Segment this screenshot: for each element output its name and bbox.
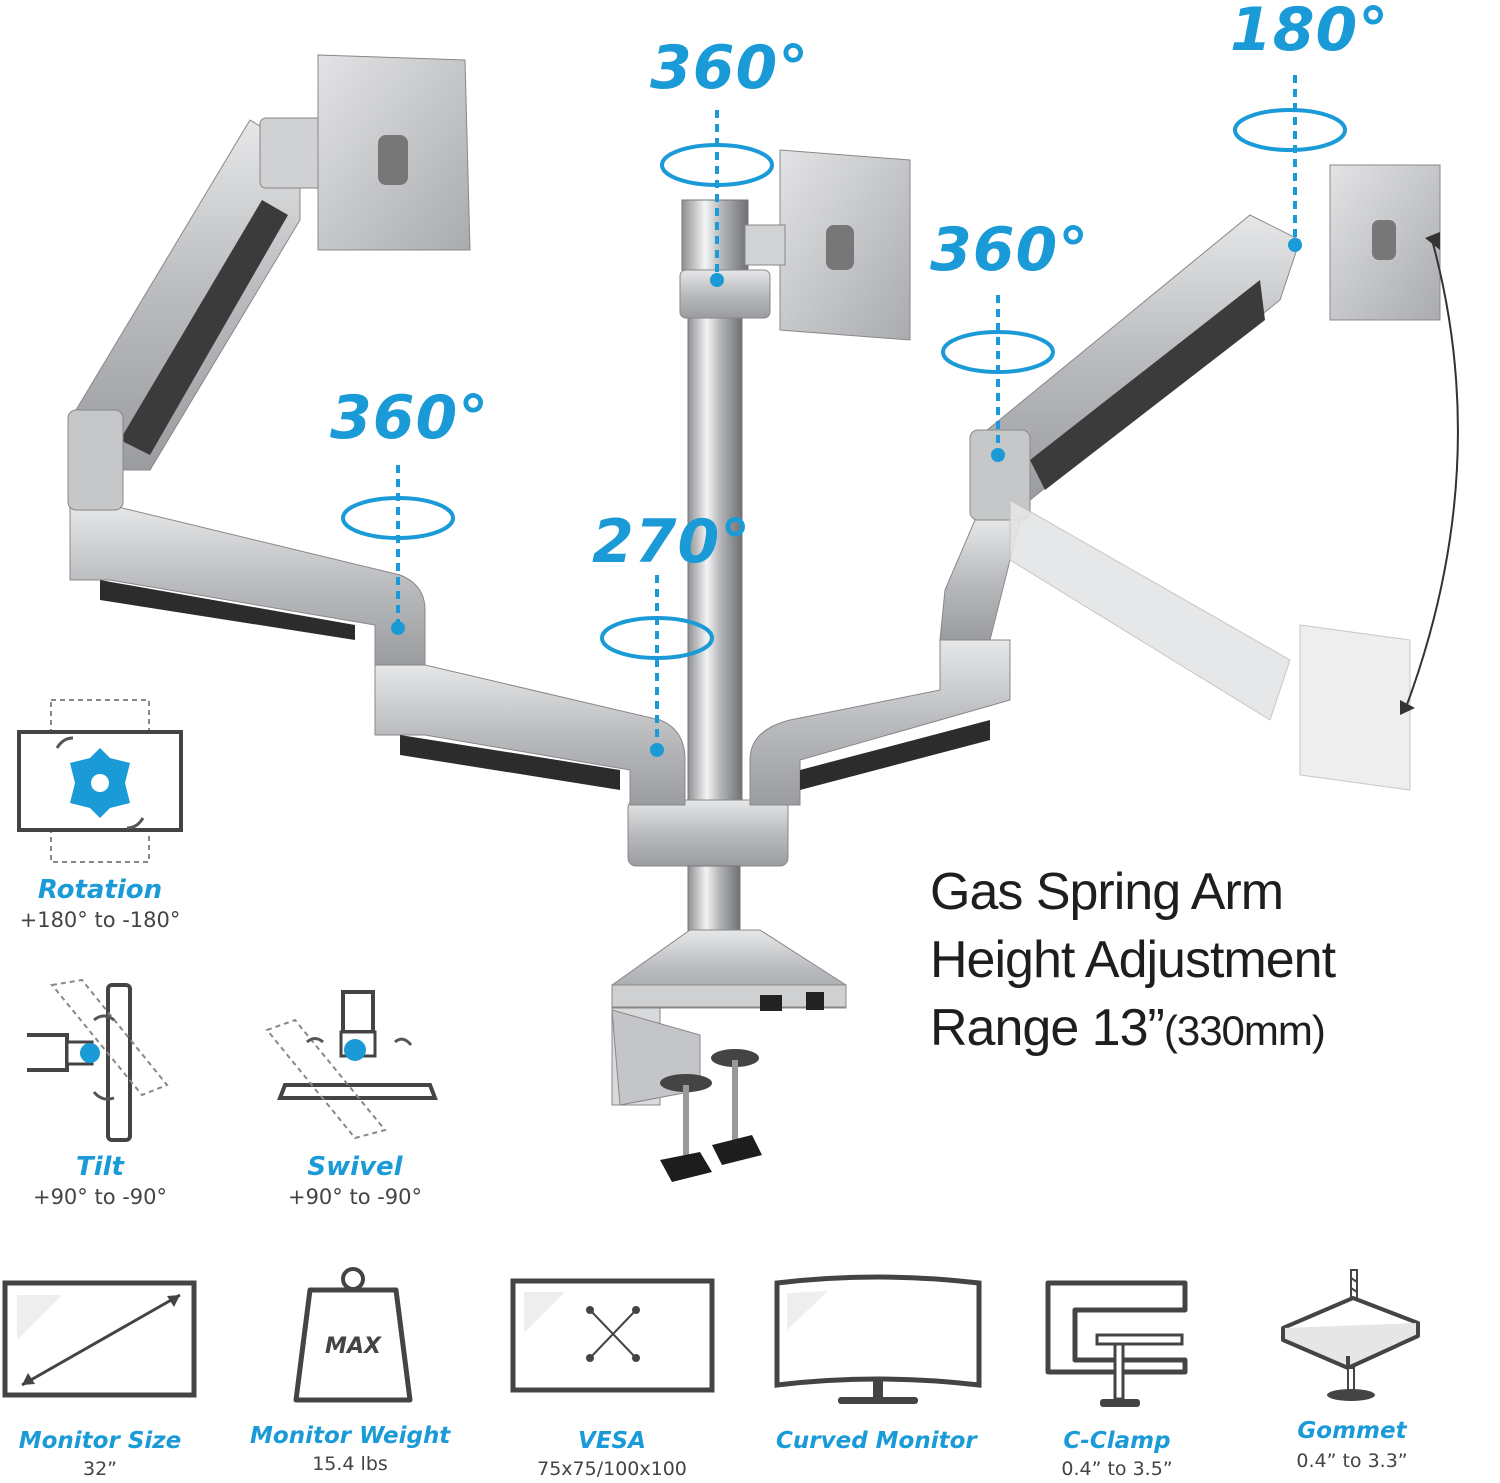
pole (687, 229, 743, 831)
spec-value-c-clamp: 0.4” to 3.5” (1061, 1458, 1173, 1480)
feature-title-tilt: Tilt (76, 1152, 124, 1182)
spec-title-curved-monitor: Curved Monitor (776, 1428, 977, 1454)
angle-label-right-mid: 360° (930, 215, 1090, 285)
curved-monitor-icon (774, 1274, 982, 1404)
headline-range: Range 13” (930, 999, 1165, 1057)
headline-line-2: Height Adjustment (930, 931, 1336, 989)
angle-label-center-mid: 270° (592, 507, 752, 577)
headline-line-3: Range 13”(330mm) (930, 999, 1326, 1057)
grommet-icon (1281, 1269, 1420, 1401)
headline-line-1: Gas Spring Arm (930, 863, 1284, 921)
tilt-icon (27, 978, 169, 1142)
angle-label-top-right: 180° (1230, 0, 1390, 65)
spec-title-c-clamp: C-Clamp (1063, 1428, 1171, 1454)
spec-value-grommet: 0.4” to 3.3” (1296, 1450, 1408, 1472)
feature-range-tilt: +90° to -90° (32, 1185, 168, 1209)
monitor-size-icon (2, 1280, 197, 1398)
spec-title-monitor-weight: Monitor Weight (250, 1423, 451, 1449)
spec-title-vesa: VESA (578, 1428, 646, 1454)
feature-range-swivel: +90° to -90° (287, 1185, 423, 1209)
spec-value-monitor-size: 32” (82, 1458, 118, 1480)
weight-icon: MAX (293, 1267, 413, 1403)
spec-value-monitor-weight: 15.4 lbs (312, 1453, 388, 1475)
spec-title-monitor-size: Monitor Size (18, 1428, 182, 1454)
angle-label-left-mid: 360° (330, 383, 490, 453)
c-clamp-icon (1045, 1280, 1188, 1407)
feature-range-rotation: +180° to -180° (19, 908, 181, 932)
rotation-icon (17, 699, 183, 863)
spec-title-grommet: Gommet (1297, 1418, 1407, 1444)
headline-range-metric: (330mm) (1163, 1007, 1326, 1054)
vesa-icon (510, 1278, 715, 1393)
feature-title-swivel: Swivel (307, 1152, 403, 1182)
weight-max-badge: MAX (325, 1334, 382, 1359)
angle-label-top-center: 360° (650, 33, 810, 103)
spec-value-vesa: 75x75/100x100 (537, 1458, 687, 1480)
swivel-icon (265, 990, 438, 1140)
feature-title-rotation: Rotation (37, 875, 163, 905)
